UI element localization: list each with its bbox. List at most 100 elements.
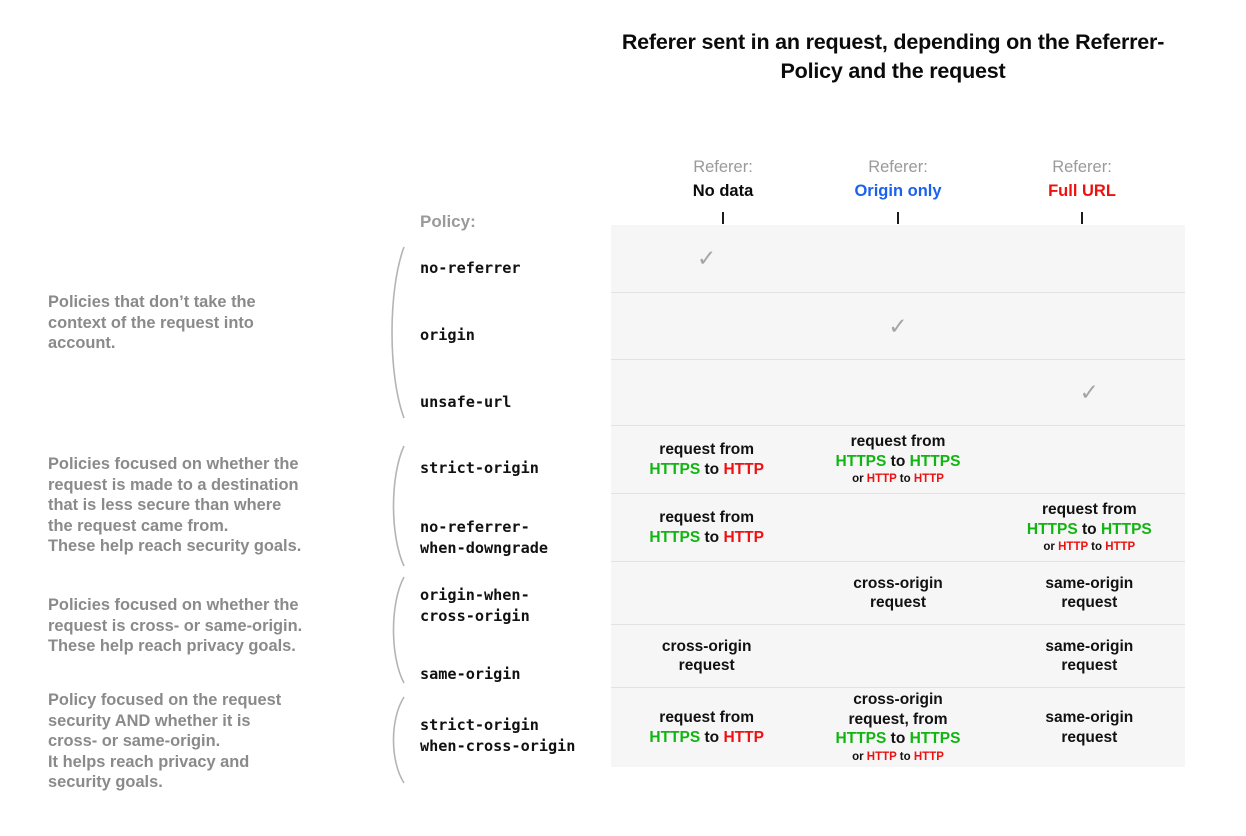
- table-cell: ✓: [994, 360, 1185, 425]
- scheme-https: HTTPS: [649, 528, 701, 546]
- scheme-https: HTTPS: [835, 452, 887, 470]
- subline-or: or: [852, 750, 867, 763]
- table-cell: request from HTTPS to HTTP: [611, 426, 802, 493]
- cell-connector: to: [896, 472, 914, 485]
- scheme-http: HTTP: [913, 750, 944, 763]
- subline-or: or: [1043, 540, 1059, 553]
- cell-text: request from HTTPS to HTTPS or HTTP to H…: [836, 432, 961, 487]
- column-header-no-data: Referer: No data: [613, 156, 833, 204]
- table-cell: [611, 360, 802, 425]
- table-cell: [611, 562, 802, 624]
- table-cell: request from HTTPS to HTTPS or HTTP to H…: [802, 426, 993, 493]
- table-cell: cross-origin request: [802, 562, 993, 624]
- policy-column-label: Policy:: [420, 212, 476, 231]
- scheme-http: HTTP: [1058, 540, 1088, 553]
- table-cell: ✓: [802, 293, 993, 359]
- table-cell: request from HTTPS to HTTPS or HTTP to H…: [994, 494, 1185, 561]
- group-description-security: Policies focused on whether the request …: [48, 455, 302, 555]
- policy-name-origin-when-cross-origin: origin-when- cross-origin: [420, 586, 530, 625]
- group-brace-privacy-and-security: [392, 696, 405, 784]
- table-cell: [802, 225, 993, 292]
- column-header-full-url: Referer: Full URL: [972, 156, 1192, 204]
- cell-subline: or HTTP to HTTP: [836, 750, 961, 765]
- table-row: request from HTTPS to HTTP request from …: [611, 493, 1185, 561]
- column-header-origin-only: Referer: Origin only: [788, 156, 1008, 204]
- cell-connector: to: [886, 452, 910, 470]
- policy-name-strict-origin: strict-origin: [420, 459, 539, 477]
- policy-name-unsafe-url: unsafe-url: [420, 393, 512, 411]
- cell-text: request from HTTPS to HTTP: [649, 708, 764, 747]
- cell-line-2: request, from: [848, 710, 948, 728]
- table-cell: request from HTTPS to HTTP: [611, 688, 802, 767]
- cell-connector: to: [1077, 520, 1101, 538]
- table-row: ✓: [611, 359, 1185, 425]
- column-tick-mark: [897, 212, 899, 224]
- cell-line-1: request from: [850, 433, 946, 451]
- column-header-label: Referer:: [1052, 158, 1112, 176]
- cell-text: cross-origin request, from HTTPS to HTTP…: [836, 690, 961, 764]
- table-cell: [802, 625, 993, 687]
- cell-connector: to: [700, 728, 724, 746]
- policy-name-no-referrer: no-referrer: [420, 259, 521, 277]
- cell-line-1: request from: [659, 441, 755, 459]
- subline-or: or: [852, 472, 867, 485]
- cell-subline: or HTTP to HTTP: [1027, 540, 1152, 555]
- group-brace-context-free: [391, 246, 405, 419]
- cell-text: same-origin request: [1045, 574, 1134, 611]
- table-cell: same-origin request: [994, 688, 1185, 767]
- scheme-https: HTTPS: [909, 452, 961, 470]
- table-cell: [994, 293, 1185, 359]
- scheme-http: HTTP: [913, 472, 944, 485]
- check-icon: ✓: [1079, 379, 1099, 405]
- table-cell: [802, 494, 993, 561]
- cell-line-1: request from: [659, 509, 755, 527]
- column-tick-mark: [1081, 212, 1083, 224]
- group-brace-privacy: [392, 576, 405, 684]
- scheme-http: HTTP: [1105, 540, 1136, 553]
- group-description-privacy: Policies focused on whether the request …: [48, 596, 303, 655]
- scheme-https: HTTPS: [835, 730, 887, 748]
- cell-text: request from HTTPS to HTTP: [649, 508, 764, 547]
- referrer-policy-table: ✓ ✓ ✓ request from HTTPS to HTTP request…: [611, 225, 1185, 767]
- cell-connector: to: [886, 730, 910, 748]
- column-tick-mark: [722, 212, 724, 224]
- table-cell: same-origin request: [994, 625, 1185, 687]
- scheme-http: HTTP: [723, 528, 764, 546]
- column-header-value: Origin only: [854, 181, 942, 200]
- table-cell: [994, 225, 1185, 292]
- cell-text: same-origin request: [1045, 637, 1134, 674]
- scheme-http: HTTP: [866, 472, 897, 485]
- table-row: request from HTTPS to HTTP cross-origin …: [611, 687, 1185, 767]
- cell-connector: to: [896, 750, 914, 763]
- table-row: cross-origin request same-origin request: [611, 624, 1185, 687]
- column-header-value: Full URL: [1048, 181, 1116, 200]
- cell-text: cross-origin request: [853, 574, 943, 611]
- scheme-http: HTTP: [866, 750, 897, 763]
- column-header-label: Referer:: [868, 158, 928, 176]
- group-brace-security: [392, 445, 405, 567]
- cell-subline: or HTTP to HTTP: [836, 472, 961, 487]
- scheme-https: HTTPS: [649, 728, 701, 746]
- table-cell: same-origin request: [994, 562, 1185, 624]
- page-title: Referer sent in an request, depending on…: [621, 30, 1165, 83]
- table-row: ✓: [611, 225, 1185, 292]
- table-cell: ✓: [611, 225, 802, 292]
- check-icon: ✓: [697, 245, 717, 271]
- cell-text: request from HTTPS to HTTP: [649, 440, 764, 479]
- table-cell: cross-origin request: [611, 625, 802, 687]
- table-cell: [994, 426, 1185, 493]
- cell-text: request from HTTPS to HTTPS or HTTP to H…: [1027, 500, 1152, 555]
- scheme-https: HTTPS: [1100, 520, 1152, 538]
- scheme-http: HTTP: [723, 460, 764, 478]
- table-cell: request from HTTPS to HTTP: [611, 494, 802, 561]
- check-icon: ✓: [888, 312, 908, 339]
- column-header-value: No data: [692, 181, 754, 200]
- policy-name-no-referrer-when-downgrade: no-referrer- when-downgrade: [420, 518, 549, 557]
- scheme-https: HTTPS: [649, 460, 701, 478]
- table-cell: [802, 360, 993, 425]
- column-header-label: Referer:: [693, 158, 753, 176]
- table-row: cross-origin request same-origin request: [611, 561, 1185, 624]
- table-cell: [611, 293, 802, 359]
- cell-connector: to: [1087, 540, 1106, 553]
- scheme-https: HTTPS: [1026, 520, 1078, 538]
